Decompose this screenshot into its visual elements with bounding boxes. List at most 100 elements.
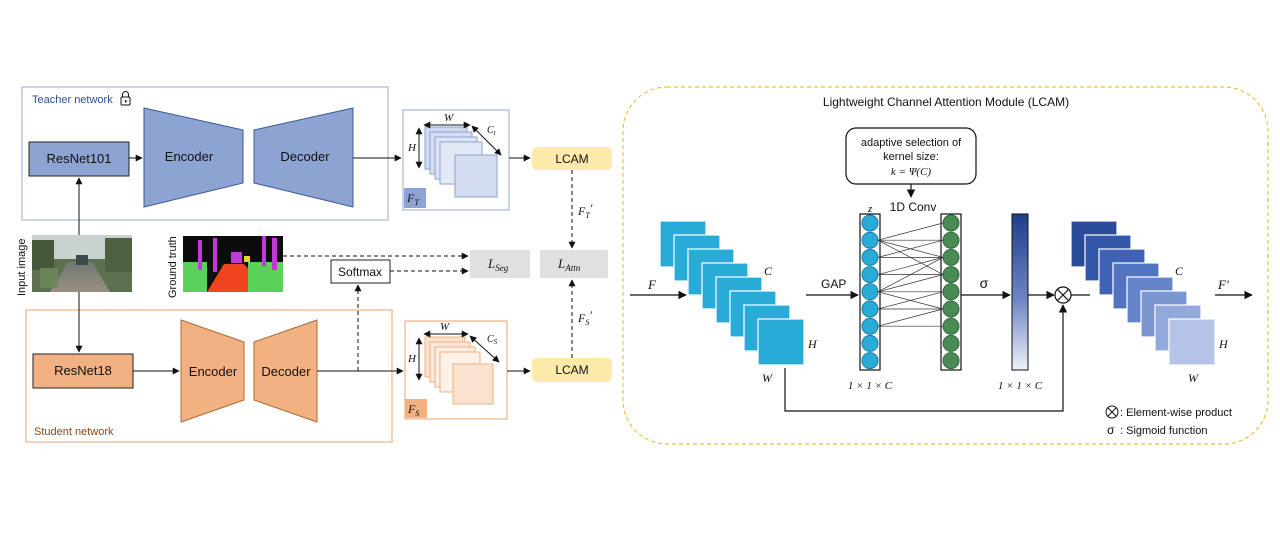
teacher-feature-sub: T <box>414 198 419 207</box>
student-lcam-box <box>532 358 612 382</box>
z-node <box>861 283 879 301</box>
teacher-lcam-output-sub: T <box>585 211 590 220</box>
output-dim-w: W <box>1188 371 1199 385</box>
conv-connection <box>877 257 944 275</box>
conv-node <box>942 214 960 232</box>
sigma-label: σ <box>980 275 989 291</box>
student-network: Student network ResNet18 Encoder Decoder… <box>25 309 612 443</box>
z-node <box>861 352 879 370</box>
teacher-lcam-label: LCAM <box>555 152 588 166</box>
z-node <box>861 334 879 352</box>
element-wise-product-icon <box>1054 286 1072 304</box>
conv-vector <box>942 214 960 370</box>
attn-loss-box <box>540 250 608 278</box>
teacher-backbone-label: ResNet101 <box>46 151 111 166</box>
conv-node <box>942 334 960 352</box>
conv-node <box>942 266 960 284</box>
student-lcam-output: F <box>577 311 586 325</box>
student-lcam-output-prime: ′ <box>589 308 592 322</box>
student-decoder <box>253 319 318 423</box>
student-backbone-box <box>32 353 134 389</box>
student-encoder <box>180 319 245 423</box>
teacher-lcam-output: F <box>577 204 586 218</box>
legend-sigmoid: : Sigmoid function <box>1120 425 1207 437</box>
student-dim-w: W <box>440 321 450 333</box>
input-dim-w: W <box>762 371 773 385</box>
svg-text:FS: FS <box>407 402 419 418</box>
conv-node <box>942 352 960 370</box>
teacher-dim-h: H <box>407 142 417 154</box>
output-dim-h: H <box>1218 337 1229 351</box>
z-label: z <box>867 203 873 215</box>
lcam-frame <box>622 86 1269 445</box>
legend-sigmoid-symbol: σ <box>1107 423 1115 437</box>
input-label: F <box>647 277 657 292</box>
z-node <box>861 317 879 335</box>
svg-text:FS′: FS′ <box>577 308 592 327</box>
svg-text:Ct: Ct <box>487 125 497 137</box>
z-node <box>861 248 879 266</box>
attn-loss-sub: Attn <box>564 263 580 273</box>
student-frame <box>25 309 393 443</box>
output-feature-stack <box>1070 220 1216 366</box>
z-node <box>861 266 879 284</box>
dim-left: 1 × 1 × C <box>848 380 893 392</box>
teacher-lcam-output-prime: ′ <box>590 201 593 215</box>
input-feature-stack <box>659 220 805 366</box>
student-dim-c: C <box>487 334 494 345</box>
seg-loss-label: L <box>487 256 495 271</box>
output-dim-c: C <box>1175 264 1184 278</box>
student-backbone-label: ResNet18 <box>54 363 112 378</box>
student-feature-tag <box>405 399 427 418</box>
teacher-feature-stack <box>424 126 498 198</box>
legend-product: : Element-wise product <box>1120 407 1232 419</box>
attn-loss-label: L <box>557 256 565 271</box>
student-dim-c-sub: S <box>494 338 498 346</box>
lock-icon <box>120 91 131 106</box>
teacher-decoder <box>253 107 354 208</box>
kernel-line2: kernel size: <box>883 151 939 163</box>
student-title: Student network <box>34 426 114 438</box>
teacher-dim-w: W <box>444 112 454 124</box>
teacher-decoder-label: Decoder <box>280 149 330 164</box>
input-image-label: Input image <box>16 239 28 296</box>
student-lcam-output-sub: S <box>585 318 589 327</box>
seg-loss-box <box>470 250 530 278</box>
teacher-lcam-box <box>532 147 612 170</box>
z-node <box>861 300 879 318</box>
input-image <box>32 235 132 292</box>
conv-node <box>942 231 960 249</box>
input-dim-c: C <box>764 264 773 278</box>
ground-truth-label: Ground truth <box>167 236 179 298</box>
dim-right: 1 × 1 × C <box>998 380 1043 392</box>
svg-text:CS: CS <box>487 334 498 346</box>
seg-loss-sub: Seg <box>495 263 508 273</box>
teacher-title: Teacher network <box>32 94 113 106</box>
kernel-line1: adaptive selection of <box>861 137 962 149</box>
conv-connection <box>877 239 944 258</box>
svg-text:FT′: FT′ <box>577 201 593 220</box>
teacher-backbone-box <box>28 141 130 177</box>
gap-label: GAP <box>821 277 846 291</box>
conv-connections <box>877 222 944 327</box>
conv-label: 1D Conv <box>890 200 937 214</box>
legend-product-icon <box>1105 405 1119 419</box>
student-dim-h: H <box>407 353 417 365</box>
conv-connection <box>877 222 944 241</box>
conv-connection <box>877 257 944 293</box>
conv-node <box>942 317 960 335</box>
conv-node <box>942 300 960 318</box>
teacher-encoder-label: Encoder <box>165 149 214 164</box>
svg-text:FT: FT <box>406 191 419 207</box>
lcam-module: Lightweight Channel Attention Module (LC… <box>622 86 1269 445</box>
input-dim-h: H <box>807 337 818 351</box>
output-feature-channel <box>1168 318 1216 366</box>
teacher-feature-tag <box>404 188 426 208</box>
student-lcam-label: LCAM <box>555 363 588 377</box>
svg-text:LAttn: LAttn <box>557 256 581 273</box>
teacher-network: Teacher network ResNet101 Encoder Decode… <box>21 86 612 221</box>
conv-connection <box>877 291 944 310</box>
svg-text:LSeg: LSeg <box>487 256 509 273</box>
input-feature-channel <box>757 318 805 366</box>
